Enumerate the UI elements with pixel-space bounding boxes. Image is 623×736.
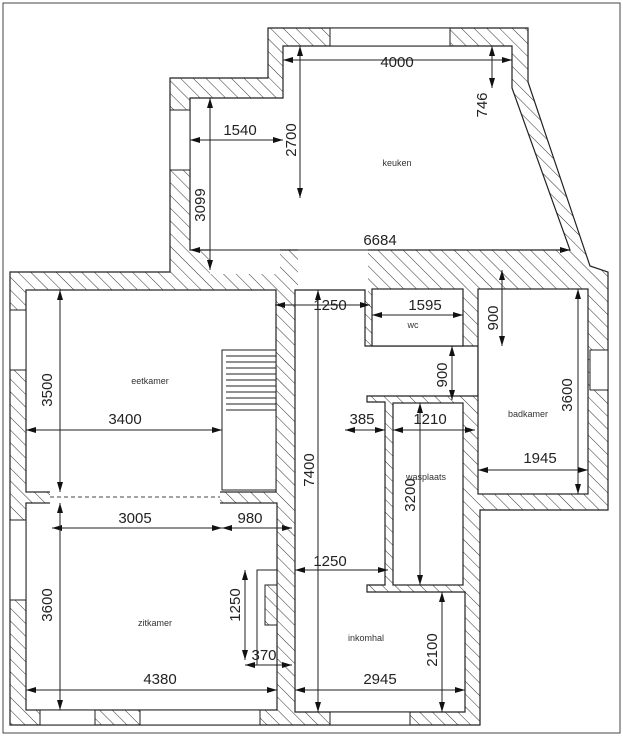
dimension-value: 3600 [39,588,56,621]
room-zitkamer [25,502,278,711]
dimension-wasplaats-wall: 385 [345,411,385,433]
dimension-value: 370 [251,647,276,664]
dimension-value: 746 [474,92,491,117]
dimension-value: 3600 [559,378,576,411]
dimension-value: 1250 [227,588,244,621]
dimension-value: 980 [237,510,262,527]
keuken-doorway [210,248,280,274]
fireplace-outline [256,569,277,665]
dimension-value: 385 [349,411,374,428]
dimension-keuken-width: 4000 [283,54,512,71]
staircase [221,349,277,491]
room-wasplaats [392,402,464,586]
dimension-value: 3500 [39,373,56,406]
dimension-value: 3400 [108,411,141,428]
room-label-keuken: keuken [382,158,411,168]
dimension-keuken-depth: 2700 [283,46,303,198]
dimension-value: 1250 [313,297,346,314]
dimension-value: 1945 [523,450,556,467]
dimension-wasplaats-width: 1210 [393,411,475,433]
dimension-value: 3099 [192,188,209,221]
dimension-badkamer-depth: 3600 [559,289,581,494]
dimension-value: 900 [434,362,451,387]
dimension-value: 3200 [402,478,419,511]
dimension-zitkamer-door: 980 [222,510,292,531]
dimension-badkamer-width: 1945 [478,450,588,473]
dimension-zitkamer-depth: 3600 [39,503,63,710]
dimension-haard-depth: 370 [245,647,292,668]
dimension-value: 2100 [424,633,441,666]
room-label-eetkamer: eetkamer [131,376,169,386]
dimension-inkomhal-width: 2945 [295,671,465,693]
dimension-keuken-niche: 1540 [190,122,283,143]
dimension-value: 4380 [143,671,176,688]
room-label-wc: wc [407,320,419,330]
room-label-badkamer: badkamer [508,409,548,419]
dimension-wc-width: 1595 [372,297,463,318]
dimension-value: 1540 [223,122,256,139]
dimension-zitkamer-open: 3005 [52,510,222,531]
dimension-value: 4000 [380,54,413,71]
dimension-keuken-corner: 746 [474,46,495,118]
dimension-keuken-left: 3099 [192,98,213,270]
dimension-keuken-total: 6684 [190,232,570,253]
dimension-hal-length: 7400 [301,290,321,712]
room-label-zitkamer: zitkamer [138,618,172,628]
dimension-wasplaats-depth: 3200 [402,403,423,585]
dimension-gang-width: 900 [434,346,455,400]
dimension-value: 3005 [118,510,151,527]
dimension-value: 1250 [313,553,346,570]
dimension-inkomhal-depth: 2100 [424,592,445,712]
dimension-haard-length: 1250 [227,570,248,660]
room-badkamer [477,288,589,495]
room-label-wasplaats: wasplaats [405,472,447,482]
dimension-value: 900 [485,305,502,330]
dimension-eetkamer-width: 3400 [26,411,222,433]
dimension-value: 2700 [283,123,300,156]
dimension-lines: 4000 746 2700 1540 3099 6684 3500 3400 3005 980 36… [26,46,588,712]
dimension-value: 1595 [408,297,441,314]
windows [9,27,609,726]
dimension-hal-mid-width: 1250 [295,553,388,573]
dimension-hal-top-width: 1250 [275,297,370,314]
dimension-value: 2945 [363,671,396,688]
keuken-hall-opening [298,248,368,292]
fireplace [264,584,278,626]
dimension-zitkamer-width: 4380 [26,671,277,693]
room-label-inkomhal: inkomhal [348,633,384,643]
dimension-value: 1210 [413,411,446,428]
dimension-eetkamer-depth: 3500 [39,290,63,492]
dimension-value: 7400 [301,453,318,486]
dimension-value: 6684 [363,232,396,249]
dimension-wc-depth: 900 [485,270,505,346]
